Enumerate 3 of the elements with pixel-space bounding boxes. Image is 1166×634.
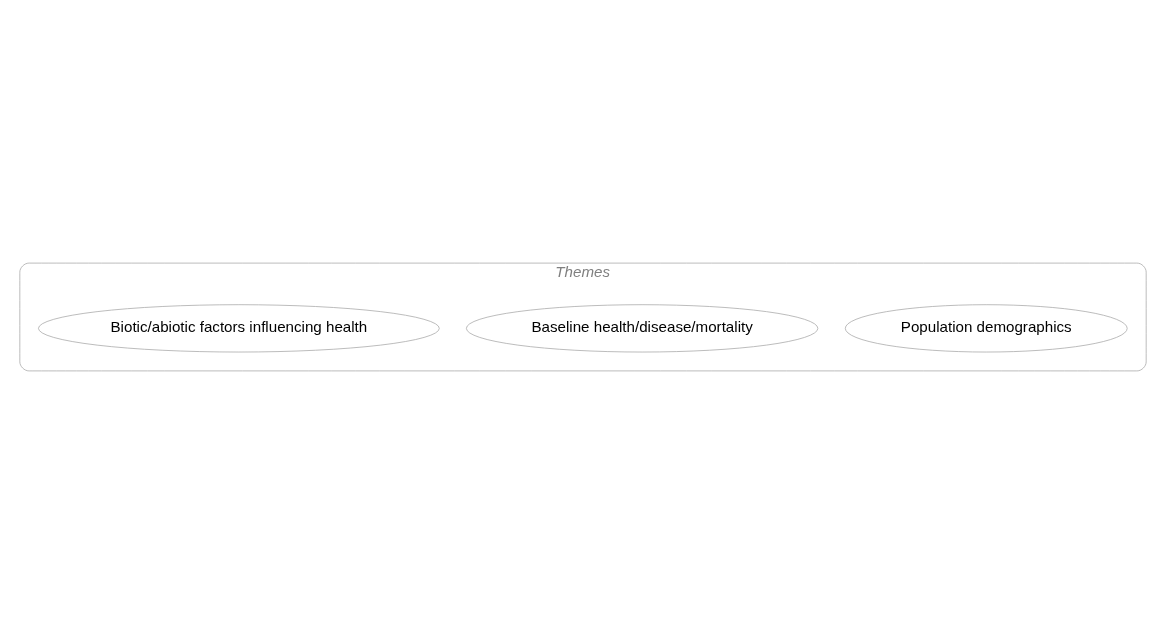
node-ellipse: Biotic/abiotic factors influencing health <box>38 304 440 353</box>
node-ellipse: Baseline health/disease/mortality <box>466 304 819 353</box>
node-ellipse: Population demographics <box>844 304 1128 353</box>
